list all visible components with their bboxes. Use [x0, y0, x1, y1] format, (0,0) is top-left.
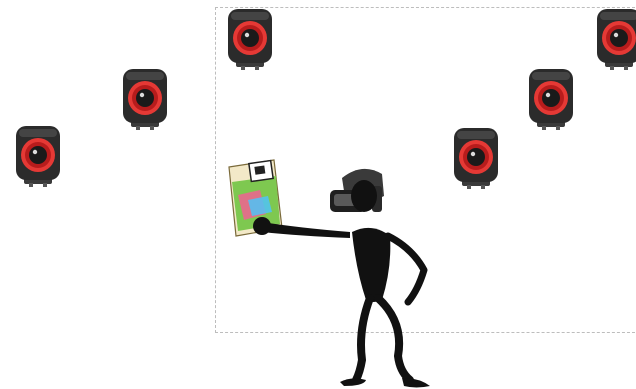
- ir-tracking-camera-icon: [16, 126, 60, 187]
- ir-tracking-camera-icon: [123, 69, 167, 130]
- ir-tracking-camera-icon: [454, 128, 498, 189]
- ir-tracking-camera-icon: [228, 9, 272, 70]
- ir-tracking-camera-icon: [597, 9, 636, 70]
- ir-tracking-camera-icon: [529, 69, 573, 130]
